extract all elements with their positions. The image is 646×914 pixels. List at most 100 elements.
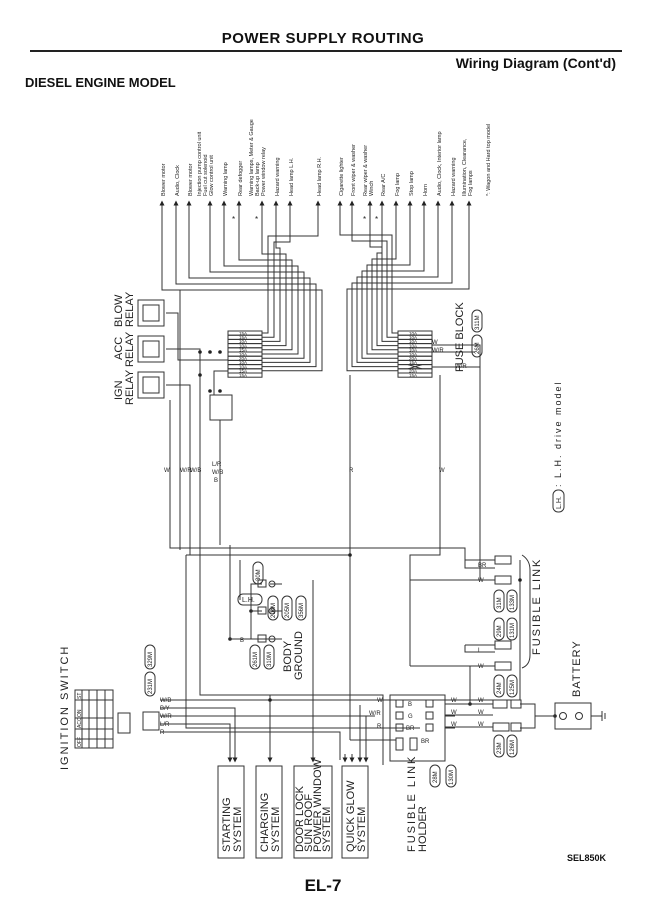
left-load-label: Blower motor bbox=[161, 163, 167, 196]
star-marker: * bbox=[363, 215, 366, 224]
harness-wire bbox=[166, 312, 228, 555]
right-fuse-rating: 10A bbox=[409, 348, 417, 353]
door-lock-system-label: POWER WINDOW bbox=[312, 759, 324, 852]
left-load-label: Power window relay bbox=[261, 147, 267, 196]
right-fuse-rating: 20A bbox=[409, 356, 417, 361]
junction-dot bbox=[198, 350, 202, 354]
left-fuse-rating: 15A bbox=[239, 348, 247, 353]
left-load-label: Hazard warning bbox=[275, 157, 281, 196]
lh-badge bbox=[552, 489, 565, 513]
page-title: POWER SUPPLY ROUTING bbox=[221, 30, 425, 47]
harness-wire bbox=[409, 375, 441, 580]
wire-label: L/R bbox=[212, 462, 222, 468]
right-load-wire bbox=[356, 230, 439, 363]
right-fuse-rating: 10A bbox=[409, 331, 417, 336]
junction-dot bbox=[268, 698, 272, 702]
wire-label: W bbox=[478, 578, 484, 584]
right-load-wire bbox=[351, 230, 398, 338]
left-fuse-rating: 10A bbox=[239, 360, 247, 365]
badge-24m: 24M bbox=[497, 682, 503, 694]
badge-26m: 26M bbox=[475, 342, 481, 354]
star-marker: * bbox=[375, 215, 378, 224]
door-lock-system-label: SYSTEM bbox=[321, 807, 333, 852]
right-fuse-rating: 10A bbox=[409, 352, 417, 357]
left-fuse-rating: 15A bbox=[239, 331, 247, 336]
left-load-wire bbox=[161, 230, 323, 372]
left-fuse-rating: 15A bbox=[239, 335, 247, 340]
wire-label: W bbox=[478, 698, 484, 704]
right-fuse bbox=[397, 372, 433, 378]
badge-130m: 130M bbox=[449, 770, 455, 785]
junction-dot bbox=[218, 389, 222, 393]
left-fuse-rating: 10A bbox=[239, 364, 247, 369]
right-fuse-rating: 10A bbox=[409, 343, 417, 348]
left-load-wire bbox=[238, 230, 293, 351]
harness-wire bbox=[179, 289, 228, 550]
quick-glow-system-box bbox=[341, 765, 369, 859]
left-load-label: Blower motor bbox=[188, 163, 194, 196]
right-load-label: Illumination, Clearance, bbox=[462, 138, 468, 196]
left-load-label: Head lamp L.H. bbox=[289, 157, 295, 196]
harness-wire bbox=[432, 344, 481, 580]
fuse-block-badges: 26M 311M bbox=[471, 309, 483, 358]
charging-system-label: CHARGING bbox=[259, 793, 271, 852]
ignition-switch: IGNITION SWITCH OFF ACC ON ST 329M 231M … bbox=[59, 644, 172, 770]
right-load-wire bbox=[346, 230, 470, 372]
right-load-wire bbox=[366, 230, 411, 355]
wire-label: B bbox=[214, 478, 218, 484]
left-load-wire bbox=[262, 230, 319, 334]
ign-pos-acc: ACC bbox=[77, 717, 83, 728]
link-label: B bbox=[408, 702, 412, 708]
left-fuse-rating: 20A bbox=[239, 356, 247, 361]
body-ground: 30M L.H. 204M 205M 356M 261M 310M BODY G… bbox=[229, 560, 307, 680]
wire-label: W bbox=[451, 698, 457, 704]
starting-system-label: SYSTEM bbox=[232, 807, 244, 852]
blow-relay bbox=[137, 299, 165, 327]
badge-131m: 131M bbox=[510, 623, 516, 638]
link-label: G bbox=[408, 714, 413, 720]
junction-dot bbox=[198, 373, 202, 377]
right-fuse-rating: 10A bbox=[409, 339, 417, 344]
wire-label: BR bbox=[478, 563, 487, 569]
left-fuse-rating: 15A bbox=[239, 373, 247, 378]
badge-231m: 231M bbox=[148, 679, 154, 694]
right-load-label: Cigarette lighter bbox=[339, 157, 345, 196]
badge-204m: 204M bbox=[271, 603, 277, 618]
left-fuse bbox=[227, 372, 263, 378]
harness-wire bbox=[213, 370, 228, 395]
badge-356m: 356M bbox=[299, 603, 305, 618]
wire-label: W bbox=[451, 722, 457, 728]
wire-label: W/R bbox=[160, 714, 172, 720]
right-load-label: Horn bbox=[423, 184, 429, 196]
ign-pos-on: ON bbox=[77, 709, 83, 717]
badge-133m: 133M bbox=[510, 595, 516, 610]
star-marker: * bbox=[232, 215, 235, 224]
acc-relay-label: ACC bbox=[113, 337, 125, 360]
left-load-label: Injection pump control unit bbox=[197, 131, 203, 196]
left-load-wire bbox=[262, 230, 281, 342]
fusible-link-holder: W W/R R B G BR BR W W W FUSIBLE LINK HOL… bbox=[369, 694, 457, 852]
wire-label: W bbox=[478, 664, 484, 670]
left-fuse-rating: 15A bbox=[239, 369, 247, 374]
diagram-code: SEL850K bbox=[566, 853, 606, 863]
body-ground-label: BODY bbox=[282, 640, 294, 672]
fusible-link-holder-label: FUSIBLE LINK bbox=[406, 755, 418, 852]
badge-29m: 29M bbox=[497, 625, 503, 637]
right-load-label: Rear A/C bbox=[381, 174, 387, 196]
badge-23m: 23M bbox=[497, 742, 503, 754]
left-fuse-rating: 10A bbox=[239, 343, 247, 348]
badge-311m: 311M bbox=[475, 315, 481, 330]
wire-label: W/R bbox=[369, 711, 381, 717]
ignition-switch-label: IGNITION SWITCH bbox=[59, 645, 71, 770]
left-load-wire bbox=[261, 230, 287, 347]
right-fuse-rating: 15A bbox=[409, 360, 417, 365]
right-fuse-rating: 15A bbox=[409, 373, 417, 378]
harness-wire bbox=[199, 375, 233, 545]
wire-label: R bbox=[377, 724, 382, 730]
charging-system-box bbox=[255, 765, 283, 859]
ign-relay-sub: RELAY bbox=[124, 369, 136, 405]
door-lock-system-label: DOOR LOCK bbox=[294, 785, 306, 852]
right-load-label: Front wiper & washer bbox=[351, 144, 357, 196]
fuse-blank-icon bbox=[407, 364, 423, 370]
